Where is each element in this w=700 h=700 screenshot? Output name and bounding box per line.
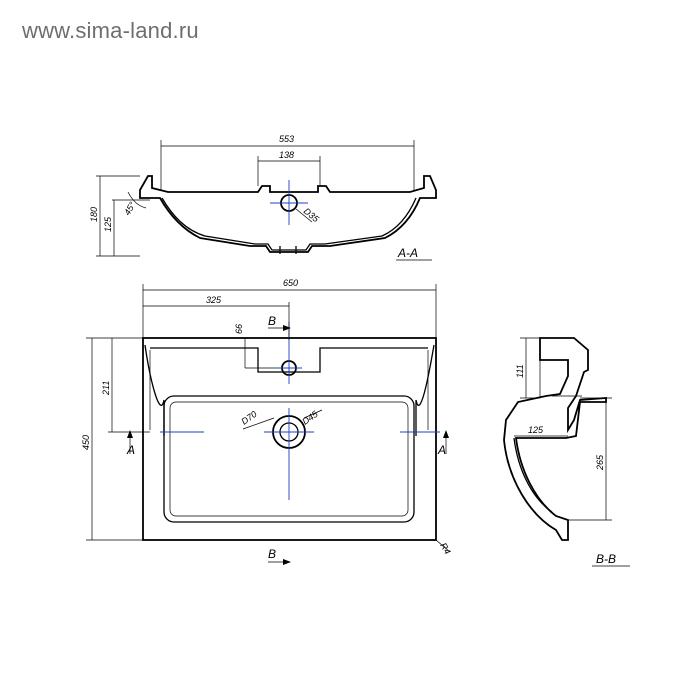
dim-125-bb: 125 (528, 425, 544, 435)
watermark-site-url: www.sima-land.ru (22, 18, 199, 43)
section-bb-label: B-B (596, 552, 616, 566)
dim-125: 125 (103, 216, 113, 232)
dim-650: 650 (283, 278, 298, 288)
dim-111: 111 (515, 364, 525, 378)
dim-325: 325 (206, 295, 222, 305)
section-marker-a-left: A (126, 443, 135, 457)
section-marker-b-bottom: B (268, 547, 276, 561)
dim-553: 553 (279, 134, 294, 144)
dim-d70: D70 (239, 409, 258, 427)
basin-outline (142, 337, 437, 541)
section-aa-label: A-A (397, 246, 418, 260)
section-aa-view: 553 138 180 125 45° D35 A-A (89, 134, 437, 261)
section-marker-b-top: B (268, 314, 276, 328)
dim-450: 450 (81, 435, 91, 450)
bowl-inner (163, 395, 415, 523)
section-bb-view: 111 125 265 B-B (503, 337, 630, 567)
section-aa-profile (139, 175, 437, 253)
dim-211: 211 (101, 381, 111, 396)
dim-d45: D45 (300, 408, 320, 426)
section-bb-profile (503, 337, 607, 541)
dim-66: 66 (234, 324, 244, 334)
dim-180: 180 (89, 207, 99, 222)
plan-view: 650 325 66 450 211 D70 D45 R4 A A B (81, 278, 453, 565)
dim-265: 265 (595, 454, 605, 471)
dim-138: 138 (279, 150, 294, 160)
section-marker-a-right: A (437, 443, 446, 457)
dim-r4: R4 (438, 541, 452, 556)
